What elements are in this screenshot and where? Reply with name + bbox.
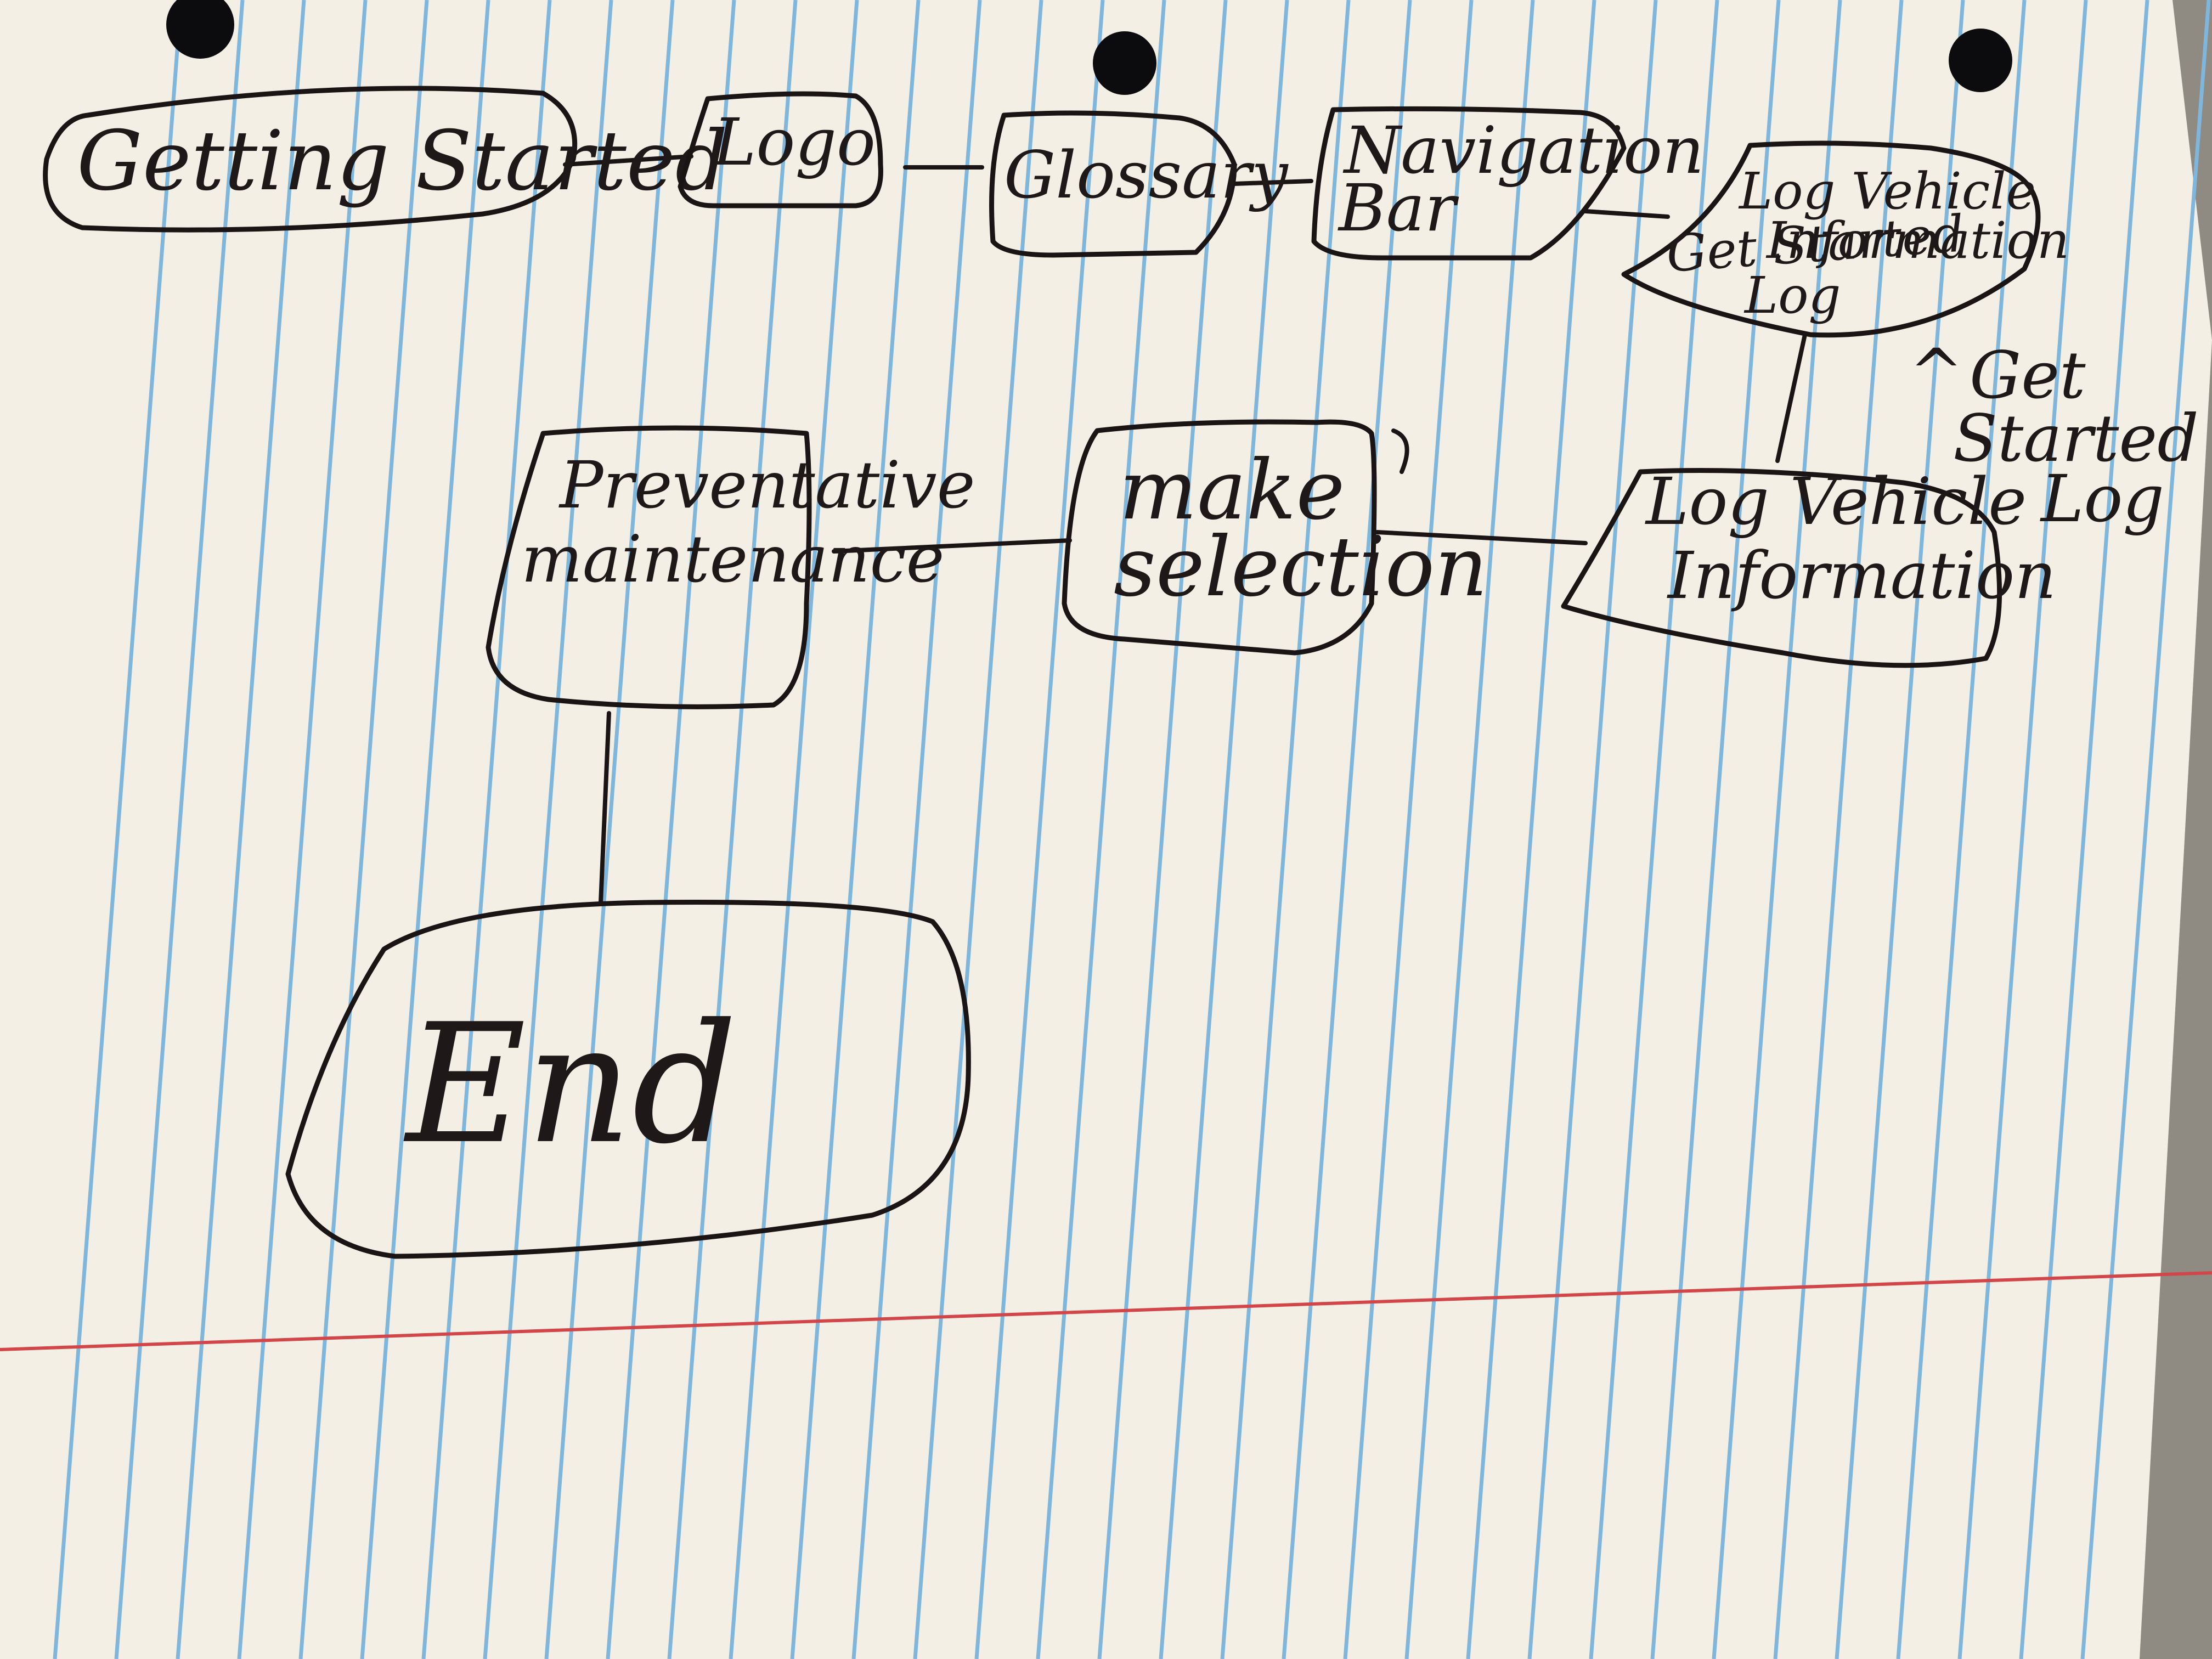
node-log-vehicle-info: Log Vehicle Information bbox=[1561, 464, 2056, 668]
ruled-line bbox=[421, 0, 552, 1659]
node-label-line-1: Log Vehicle bbox=[1645, 464, 2027, 539]
rounded-box-shape bbox=[678, 91, 883, 208]
node-label: Getting Started bbox=[77, 114, 728, 209]
binder-hole-2 bbox=[1093, 31, 1156, 95]
ruled-line bbox=[851, 0, 982, 1659]
ruled-line bbox=[1466, 0, 1596, 1659]
parallelogram-shape bbox=[1561, 468, 2002, 668]
edge-navigation-log-top bbox=[1583, 209, 1670, 219]
annotation-arrow: ^ bbox=[1909, 335, 1963, 410]
node-getting-started: Getting Started bbox=[43, 86, 728, 233]
ruled-line bbox=[544, 0, 675, 1659]
ruled-line bbox=[1773, 0, 1904, 1659]
node-label-line-1: Preventative bbox=[558, 447, 975, 523]
edge-log-top-log-vehicle bbox=[1775, 332, 1807, 463]
ruled-line bbox=[1527, 0, 1658, 1659]
ruled-line bbox=[1159, 0, 1289, 1659]
terminator-shape bbox=[43, 86, 578, 233]
node-navigation-bar: Navigation Bar bbox=[1311, 106, 1704, 261]
ruled-line bbox=[729, 0, 859, 1659]
ruled-line bbox=[1343, 0, 1474, 1659]
overwrite-line-2: Log bbox=[1743, 266, 1841, 325]
node-label: Logo bbox=[712, 104, 876, 180]
node-label-line-1: Navigation bbox=[1342, 112, 1704, 188]
ruled-line bbox=[667, 0, 798, 1659]
ruled-line bbox=[1036, 0, 1166, 1659]
process-box-shape bbox=[486, 425, 812, 709]
ruled-line bbox=[1220, 0, 1351, 1659]
node-logo: Logo bbox=[678, 91, 883, 208]
ruled-line bbox=[1650, 0, 1781, 1659]
edge-getting-started-logo bbox=[563, 154, 693, 167]
ruled-line bbox=[2019, 0, 2149, 1659]
node-label: Glossary bbox=[1004, 137, 1289, 213]
ruled-line bbox=[1896, 0, 2027, 1659]
margin-line bbox=[0, 1271, 2212, 1351]
ruled-line bbox=[1835, 0, 1965, 1659]
ruled-line bbox=[360, 0, 490, 1659]
ruled-line bbox=[483, 0, 613, 1659]
ruled-line bbox=[1712, 0, 1842, 1659]
ruled-line bbox=[237, 0, 368, 1659]
edge-glossary-navigation bbox=[1232, 179, 1313, 186]
node-label: End bbox=[403, 989, 737, 1180]
node-label-line-2: maintenance bbox=[521, 521, 945, 597]
edges bbox=[563, 154, 1807, 905]
edge-make-preventative bbox=[832, 538, 1072, 554]
parallelogram-shape bbox=[1311, 106, 1627, 261]
process-box-shape bbox=[1062, 419, 1377, 656]
binder-hole-1 bbox=[166, 0, 234, 59]
node-label-line-1: make bbox=[1119, 443, 1345, 538]
ruled-line bbox=[1404, 0, 1535, 1659]
annotation-get-started-log: ^ Get Started Log bbox=[1909, 335, 2199, 537]
binder-hole-3 bbox=[1949, 29, 2012, 92]
annotation-line-3: Log bbox=[2040, 461, 2164, 537]
ruled-line bbox=[298, 0, 429, 1659]
annotation-line-2: Started bbox=[1953, 400, 2199, 476]
node-preventative-maintenance: Preventative maintenance bbox=[486, 425, 975, 709]
node-label-line-2: Information bbox=[1667, 538, 2056, 613]
document-shape bbox=[1621, 140, 2041, 338]
annotation-line-1: Get bbox=[1970, 337, 2086, 413]
ruled-line bbox=[1097, 0, 1228, 1659]
ruled-line bbox=[176, 0, 306, 1659]
ruled-line bbox=[1282, 0, 1412, 1659]
terminator-shape bbox=[285, 899, 971, 1259]
ruled-line bbox=[2080, 0, 2211, 1659]
node-glossary: Glossary bbox=[989, 110, 1289, 258]
node-make-selection: make selection bbox=[1062, 419, 1488, 656]
ruled-line bbox=[114, 0, 245, 1659]
ruled-line bbox=[1957, 0, 2088, 1659]
ruled-line bbox=[606, 0, 736, 1659]
node-label-line-2: Information bbox=[1765, 211, 2069, 270]
edge-preventative-end bbox=[599, 711, 611, 905]
ruled-line bbox=[53, 0, 183, 1659]
rounded-box-shape bbox=[989, 110, 1237, 258]
ruled-line bbox=[974, 0, 1105, 1659]
ruled-line bbox=[790, 0, 921, 1659]
node-label-line-2: selection bbox=[1114, 520, 1488, 615]
node-label-line-1: Log Vehicle bbox=[1738, 162, 2036, 221]
ruled-line bbox=[1589, 0, 1719, 1659]
ruled-line bbox=[913, 0, 1043, 1659]
ruled-lines bbox=[53, 0, 2211, 1659]
box-corner-flourish bbox=[1391, 428, 1409, 474]
node-label-line-2: Bar bbox=[1338, 170, 1459, 246]
edge-log-vehicle-make bbox=[1375, 530, 1588, 545]
node-end: End bbox=[285, 899, 971, 1259]
